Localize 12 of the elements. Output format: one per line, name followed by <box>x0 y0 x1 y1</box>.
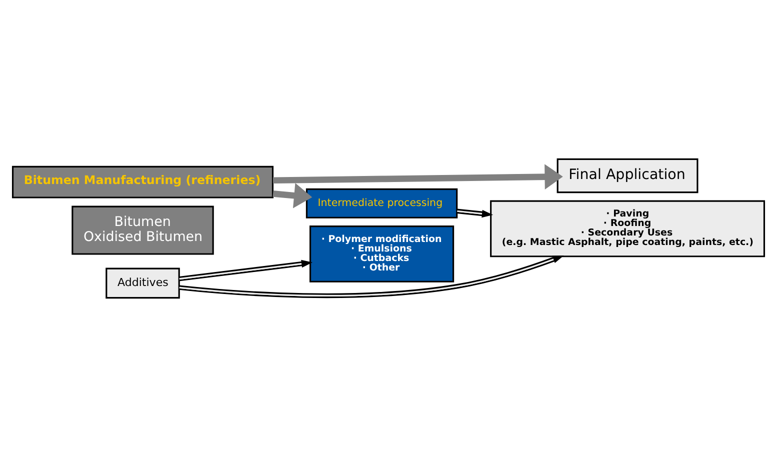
node-box: Bitumen Manufacturing (refineries) <box>12 166 274 198</box>
node-box: · Paving · Roofing · Secondary Uses (e.g. Mastic Asphalt, pipe coating, paints, etc.) <box>490 200 766 258</box>
arrow <box>456 208 494 218</box>
arrow <box>272 182 312 208</box>
arrow <box>272 164 563 190</box>
node-box: Final Application <box>556 158 698 194</box>
node-box: · Polymer modification · Emulsions · Cutbacks · Other <box>309 226 454 282</box>
node-box: Additives <box>106 268 180 299</box>
arrow <box>179 260 313 282</box>
node-box: Bitumen Oxidised Bitumen <box>72 206 214 255</box>
arrow <box>179 256 564 298</box>
node-box: Intermediate processing <box>306 188 458 218</box>
